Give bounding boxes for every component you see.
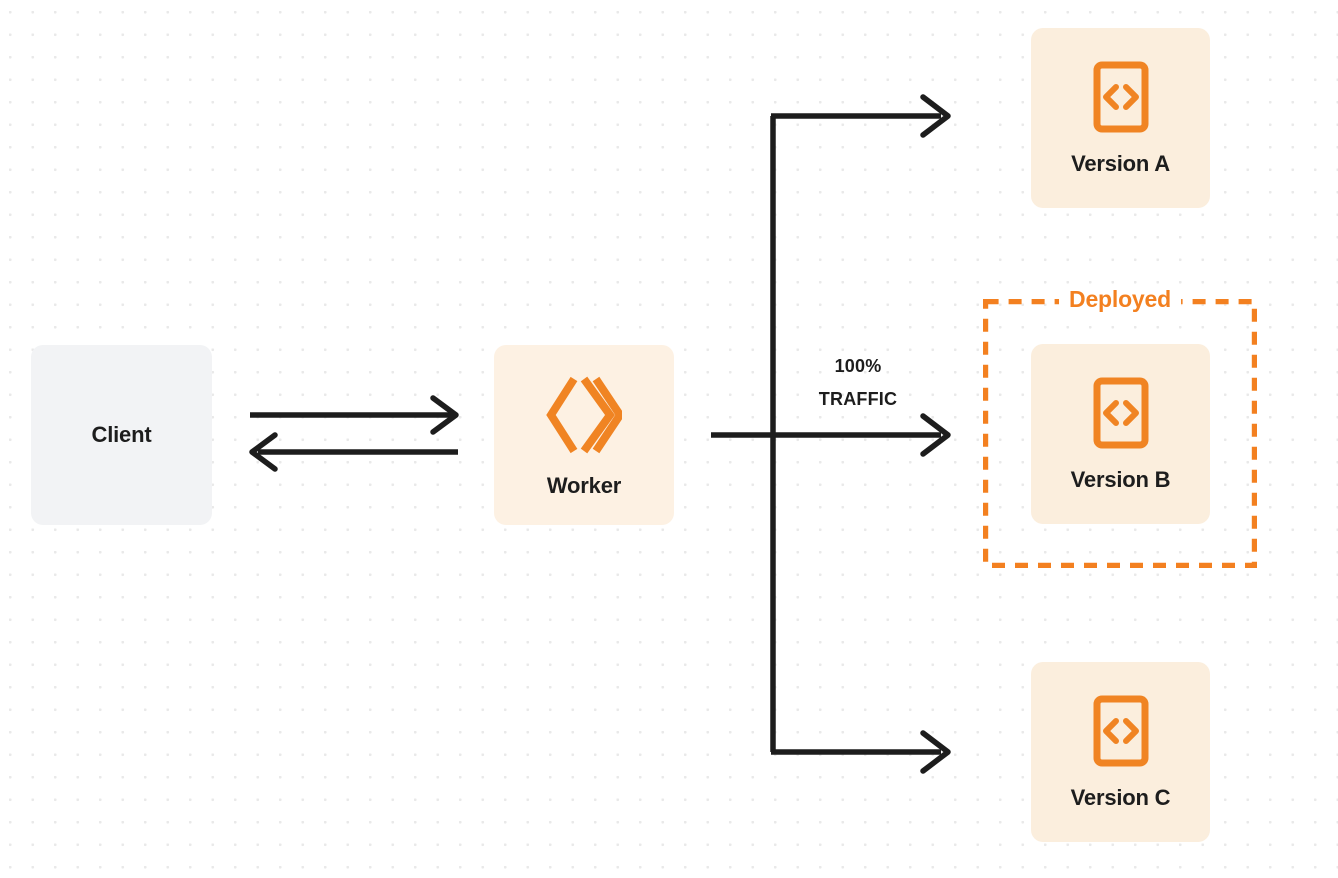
traffic-label: 100% TRAFFIC (793, 350, 923, 416)
code-file-icon (1093, 377, 1149, 449)
node-version-c[interactable]: Version C (1031, 662, 1210, 842)
arrow-worker-to-version-b (711, 413, 951, 457)
node-version-b-label: Version B (1070, 467, 1171, 492)
cloudflare-workers-logo-icon (546, 373, 622, 457)
node-worker[interactable]: Worker (494, 345, 674, 525)
traffic-word: TRAFFIC (818, 389, 898, 409)
arrow-client-to-worker (250, 395, 459, 435)
node-client[interactable]: Client (31, 345, 212, 525)
node-worker-label: Worker (546, 473, 622, 498)
node-version-a[interactable]: Version A (1031, 28, 1210, 208)
node-version-c-label: Version C (1070, 785, 1171, 810)
node-version-a-label: Version A (1071, 151, 1170, 176)
arrow-worker-to-client (249, 432, 458, 472)
arrow-worker-to-version-c (771, 730, 951, 774)
node-client-label: Client (91, 422, 152, 447)
code-file-icon (1093, 61, 1149, 133)
node-version-b[interactable]: Version B (1031, 344, 1210, 524)
traffic-percent: 100% (834, 356, 882, 376)
arrow-worker-to-version-a (771, 94, 951, 138)
code-file-icon (1093, 695, 1149, 767)
